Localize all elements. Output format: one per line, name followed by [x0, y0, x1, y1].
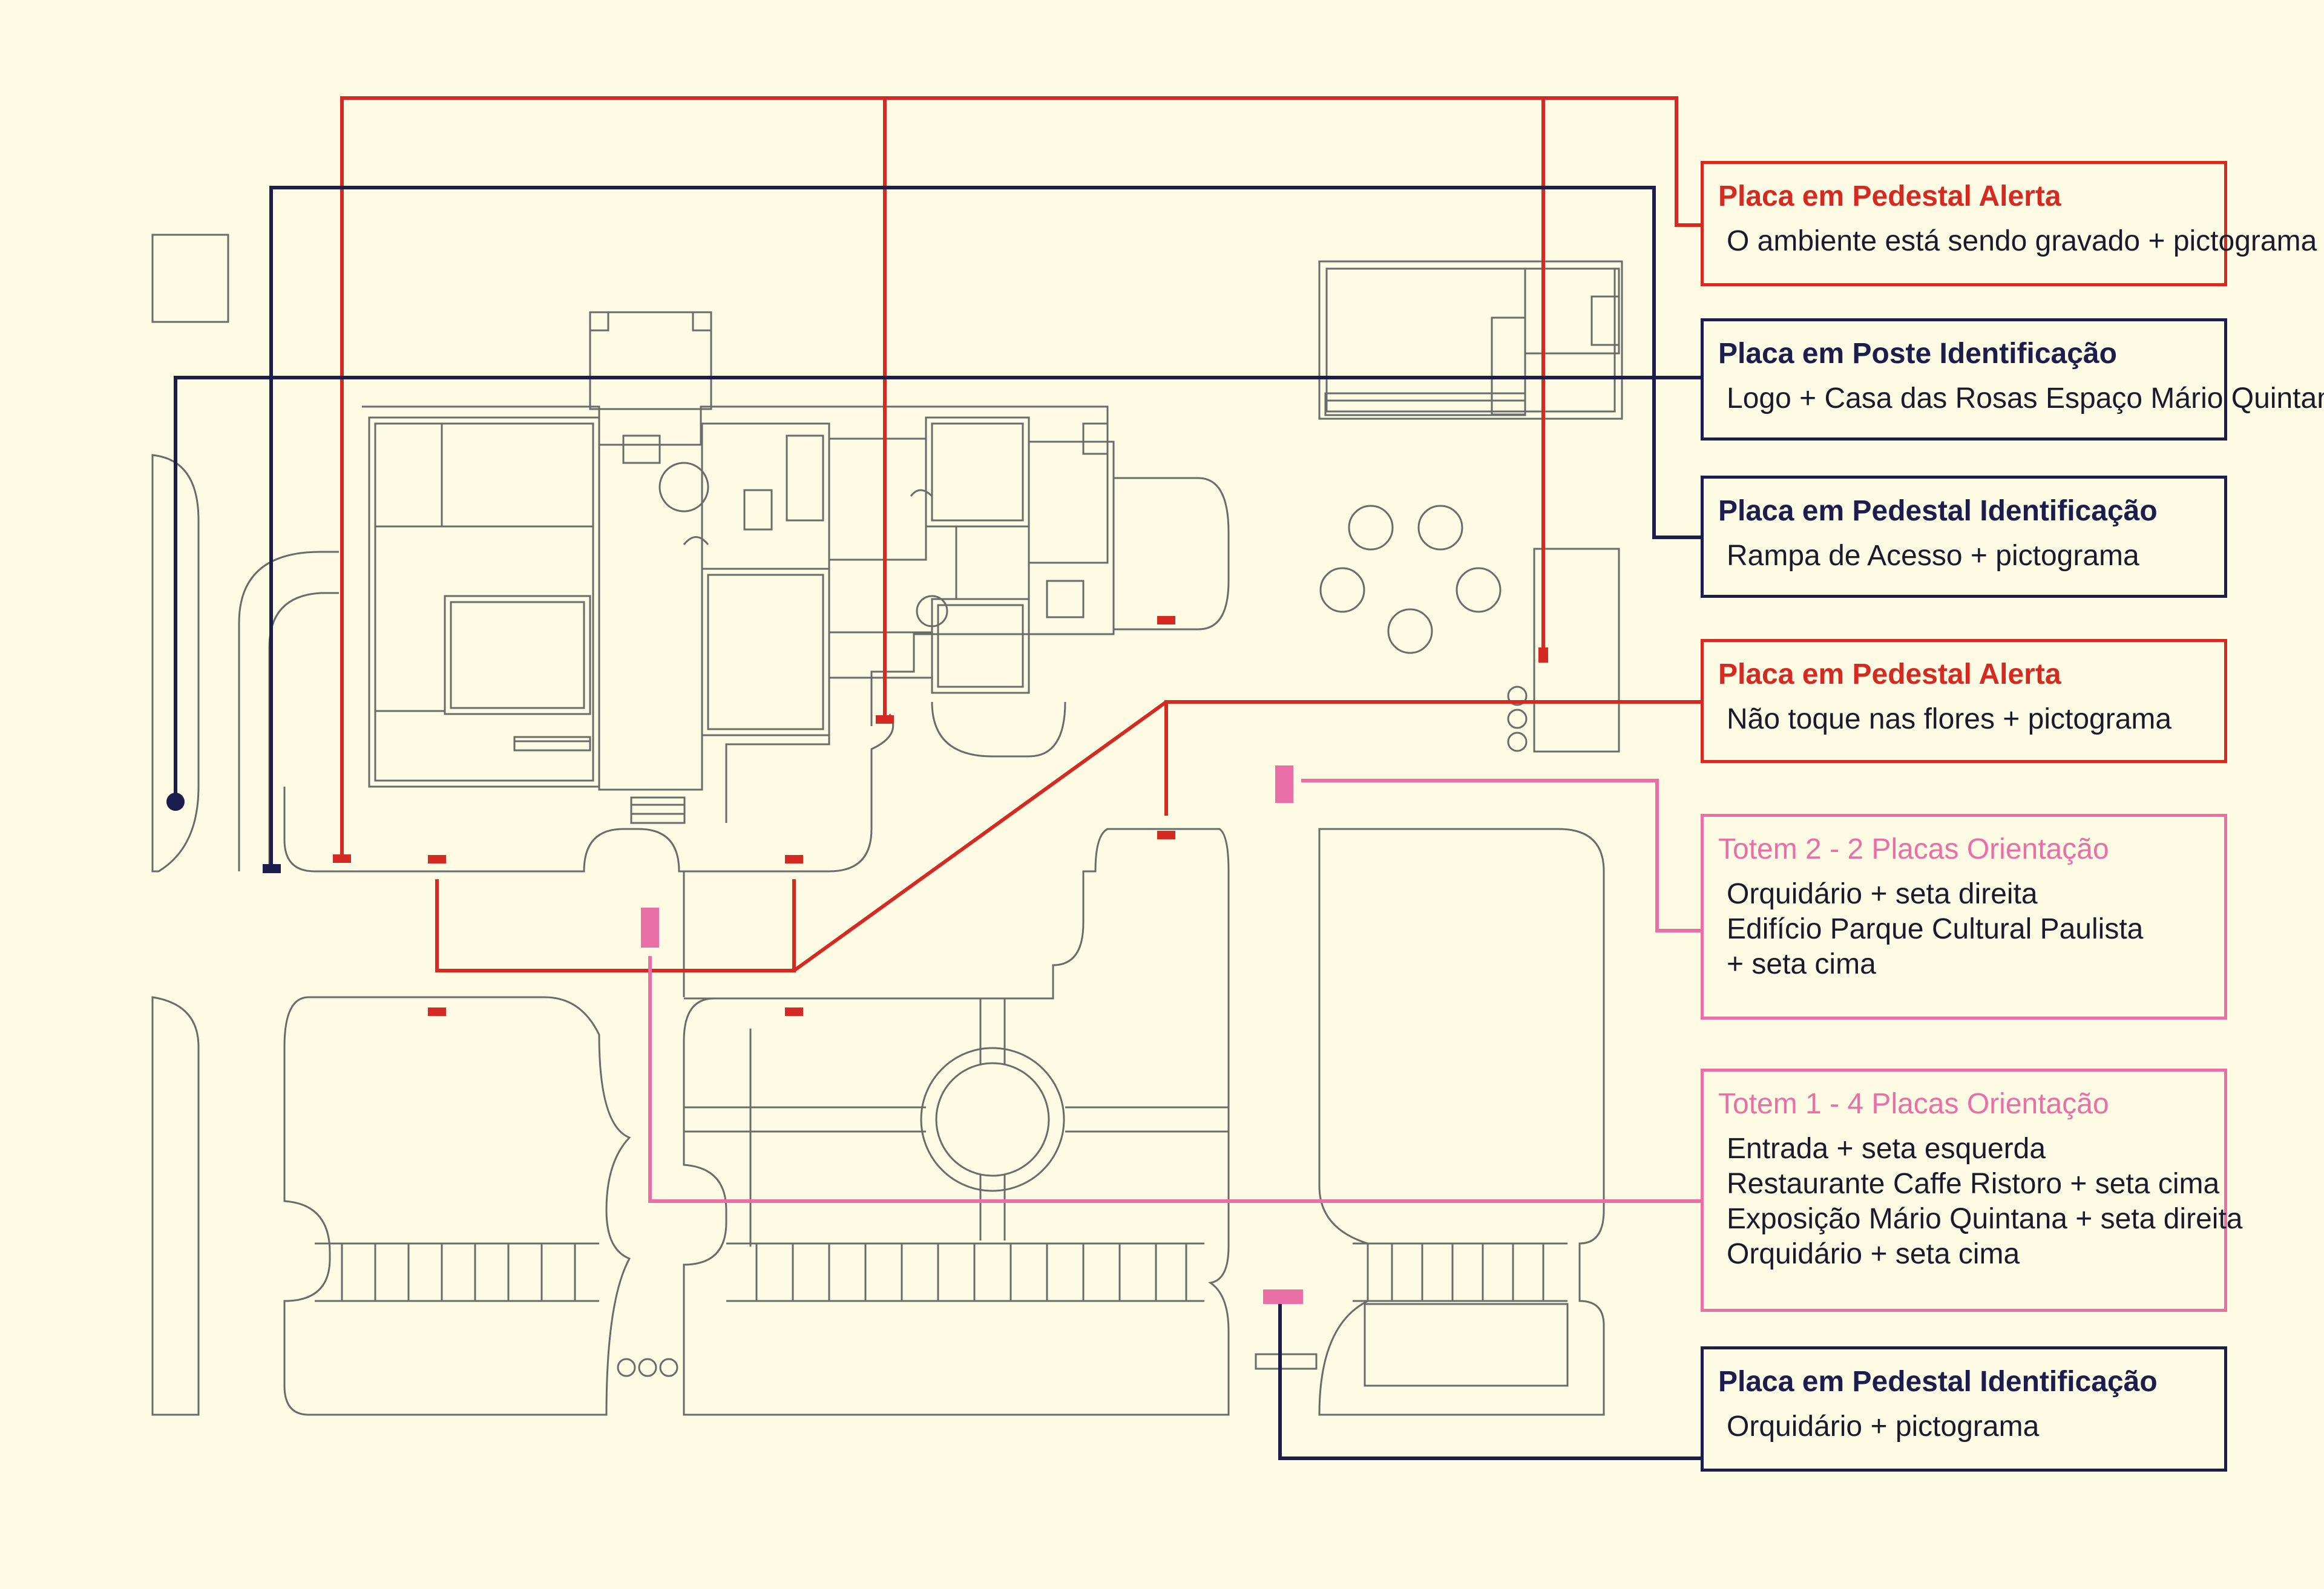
identification-sign-markers	[166, 793, 281, 873]
orientation-totem-markers	[641, 765, 1303, 1304]
label-description: Rampa de Acesso + pictograma	[1727, 540, 2139, 572]
alert-sign-markers	[333, 616, 1548, 1016]
annex-building	[1318, 260, 1623, 420]
label-description: O ambiente está sendo gravado + pictogra…	[1727, 225, 2317, 257]
orientation-leaders	[648, 779, 1701, 1203]
label-description: Orquidário + seta direita Edifício Parqu…	[1727, 878, 2144, 980]
identification-leaders	[174, 186, 1701, 1460]
plan-base	[151, 234, 1623, 1416]
label-post-identification: Placa em Poste Identificação Logo + Casa…	[1701, 318, 2324, 441]
label-totem-2: Totem 2 - 2 Placas Orientação Orquidário…	[1701, 814, 2227, 1020]
label-title: Totem 1 - 4 Placas Orientação	[1718, 1088, 2109, 1120]
label-title: Totem 2 - 2 Placas Orientação	[1718, 833, 2109, 865]
label-description: Não toque nas flores + pictograma	[1727, 703, 2172, 735]
label-alert-recording: Placa em Pedestal Alerta O ambiente está…	[1701, 161, 2317, 286]
label-title: Placa em Poste Identificação	[1718, 338, 2117, 370]
label-pedestal-identification-ramp: Placa em Pedestal Identificação Rampa de…	[1701, 476, 2227, 598]
label-title: Placa em Pedestal Alerta	[1718, 658, 2061, 690]
label-description: Orquidário + pictograma	[1727, 1410, 2040, 1443]
label-description: Entrada + seta esquerda Restaurante Caff…	[1727, 1133, 2243, 1270]
label-pedestal-identification-orchid: Placa em Pedestal Identificação Orquidár…	[1701, 1346, 2227, 1472]
label-description: Logo + Casa das Rosas Espaço Mário Quint…	[1727, 382, 2324, 414]
label-title: Placa em Pedestal Identificação	[1718, 495, 2158, 527]
label-totem-1: Totem 1 - 4 Placas Orientação Entrada + …	[1701, 1069, 2243, 1312]
label-alert-flowers: Placa em Pedestal Alerta Não toque nas f…	[1701, 639, 2227, 763]
label-title: Placa em Pedestal Alerta	[1718, 180, 2061, 212]
alert-leaders	[340, 96, 1701, 972]
main-house	[362, 311, 1115, 824]
label-title: Placa em Pedestal Identificação	[1718, 1366, 2158, 1398]
